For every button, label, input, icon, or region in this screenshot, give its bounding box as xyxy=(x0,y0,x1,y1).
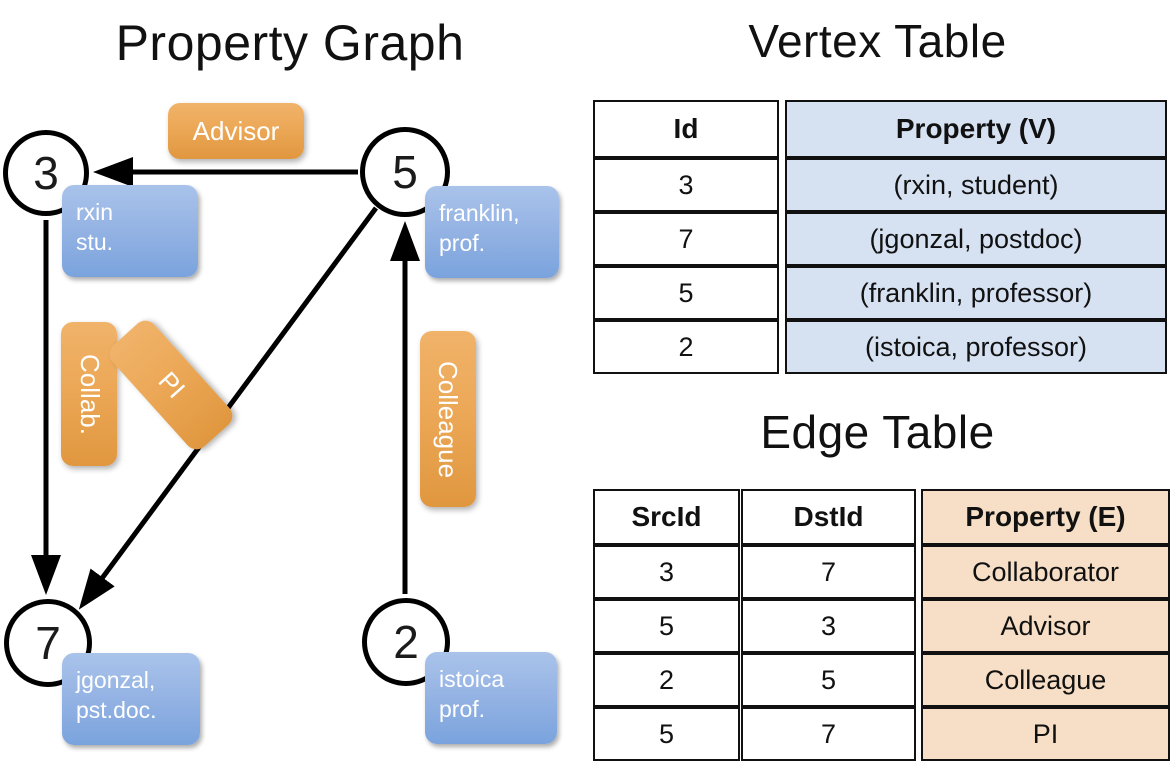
table-row: (istoica, professor) xyxy=(785,320,1167,374)
edge-label-colleague: Colleague xyxy=(420,331,476,507)
node-property-line-2: prof. xyxy=(439,696,486,722)
edge-table-header-srcid: SrcId xyxy=(593,489,740,545)
edge-label-advisor-text: Advisor xyxy=(192,115,280,146)
node-property-line-2: stu. xyxy=(76,229,114,255)
table-row: 5 xyxy=(593,707,740,761)
table-row: 3 xyxy=(593,545,740,599)
table-row: (rxin, student) xyxy=(785,158,1167,212)
vertex-table-id-column: Id 3 7 5 2 xyxy=(593,100,779,374)
table-row: PI xyxy=(921,707,1170,761)
edge-table-header-property: Property (E) xyxy=(921,489,1170,545)
node-property-line-1: franklin, xyxy=(439,200,520,226)
table-row: 5 xyxy=(593,599,740,653)
table-row: Colleague xyxy=(921,653,1170,707)
edge-arrow-5-to-7 xyxy=(78,206,379,610)
table-row: 3 xyxy=(593,158,779,212)
table-row: 2 xyxy=(593,320,779,374)
edge-table: SrcId DstId Property (E) 3 7 Collaborato… xyxy=(593,489,1170,761)
graph-node-2[interactable]: 2 xyxy=(362,598,450,686)
edge-table-header-dstid: DstId xyxy=(741,489,916,545)
table-row: (jgonzal, postdoc) xyxy=(785,212,1167,266)
table-row: 5 xyxy=(741,653,916,707)
page-title-property-graph: Property Graph xyxy=(115,15,465,71)
table-row: Collaborator xyxy=(921,545,1170,599)
node-property-line-2: pst.doc. xyxy=(76,697,157,723)
table-row: 7 xyxy=(741,545,916,599)
table-row: 5 xyxy=(593,266,779,320)
table-row: 2 xyxy=(593,653,740,707)
table-row: 7 xyxy=(741,707,916,761)
table-row: 7 xyxy=(593,212,779,266)
vertex-table-property-column: Property (V) (rxin, student) (jgonzal, p… xyxy=(785,100,1167,374)
node-property-line-2: prof. xyxy=(439,230,486,256)
table-row: (franklin, professor) xyxy=(785,266,1167,320)
page-title-vertex-table: Vertex Table xyxy=(748,15,1007,67)
edge-label-advisor: Advisor xyxy=(168,103,304,159)
node-property-bubble-3: rxin stu. xyxy=(62,185,198,277)
node-property-bubble-7: jgonzal, pst.doc. xyxy=(62,653,200,745)
edge-label-colleague-text: Colleague xyxy=(433,360,464,478)
node-property-line-1: istoica xyxy=(439,666,505,692)
table-row: 3 xyxy=(741,599,916,653)
node-property-bubble-5: franklin, prof. xyxy=(425,186,559,278)
graph-edge-arrows xyxy=(31,157,420,610)
vertex-table-header-id: Id xyxy=(593,100,779,158)
node-property-line-1: rxin xyxy=(76,199,114,225)
edge-label-pi-text: PI xyxy=(151,365,191,404)
edge-label-collab-text: Collab. xyxy=(74,353,105,435)
graph-node-5[interactable]: 5 xyxy=(360,127,450,217)
node-property-bubble-2: istoica prof. xyxy=(425,652,557,744)
edge-label-collab: Collab. xyxy=(61,322,117,466)
property-graph-diagram: 3 5 7 2 rxin stu. franklin, prof. jgonza… xyxy=(0,0,580,760)
page-title-edge-table: Edge Table xyxy=(760,406,995,458)
table-row: Advisor xyxy=(921,599,1170,653)
vertex-table-header-property: Property (V) xyxy=(785,100,1167,158)
node-property-line-1: jgonzal, xyxy=(76,667,156,693)
